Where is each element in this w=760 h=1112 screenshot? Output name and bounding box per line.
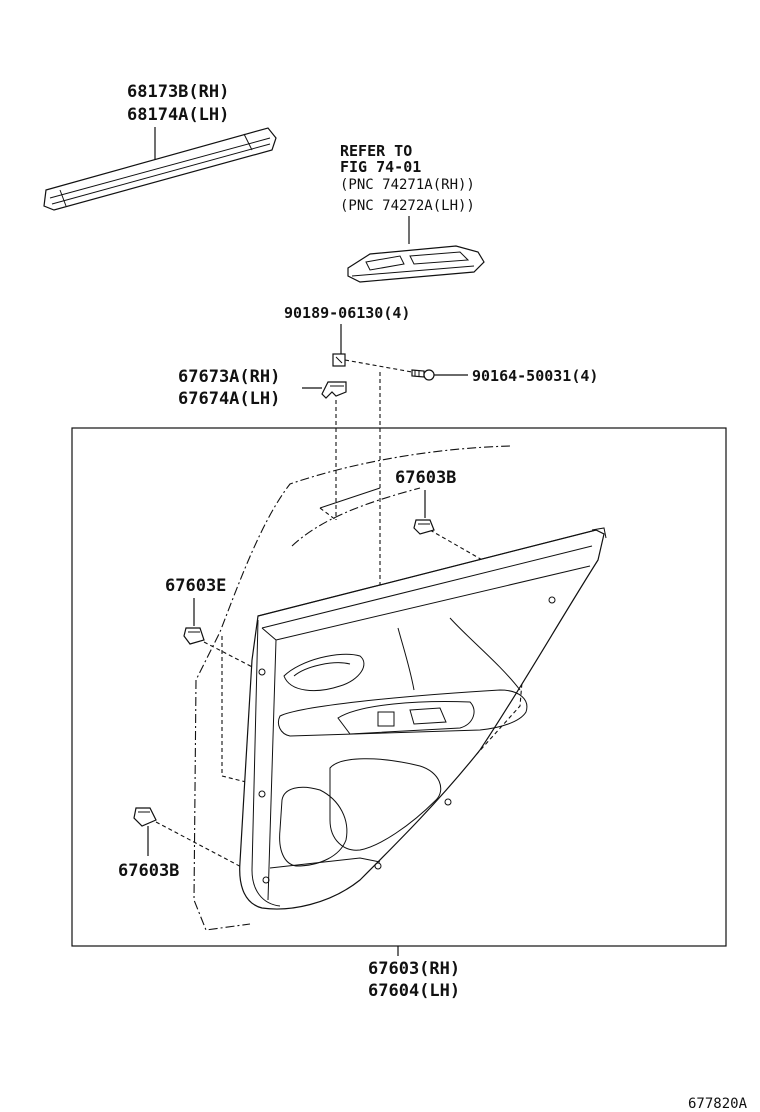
- nut-part-label: 90189-06130(4): [284, 304, 410, 322]
- screw-part-label: 90164-50031(4): [472, 367, 598, 385]
- door-inner-edge: [319, 487, 381, 509]
- refer-label-line3: (PNC 74271A(RH)): [340, 177, 475, 193]
- panel-lh-label: 67604(LH): [368, 981, 460, 1001]
- figure-code: 677820A: [688, 1096, 748, 1112]
- clip-left-part[interactable]: [183, 627, 205, 645]
- weatherstrip-lh-label: 68174A(LH): [127, 105, 229, 125]
- power-window-switch-part[interactable]: [347, 245, 485, 283]
- bracket-rh-label: 67673A(RH): [178, 367, 280, 387]
- clip-left-alignment: [203, 641, 263, 673]
- bracket-part[interactable]: [321, 381, 347, 399]
- door-window-phantom: [291, 487, 421, 547]
- panel-rh-label: 67603(RH): [368, 959, 460, 979]
- clip-lower-label: 67603B: [118, 861, 179, 881]
- clip-left-label: 67603E: [165, 576, 226, 596]
- clip-upper-part[interactable]: [413, 519, 435, 535]
- clip-lower-part[interactable]: [133, 807, 157, 827]
- weatherstrip-rh-label: 68173B(RH): [127, 82, 229, 102]
- refer-label-line1: REFER TO: [340, 142, 412, 160]
- refer-label-line2: FIG 74-01: [340, 158, 421, 176]
- belt-weatherstrip-part[interactable]: [43, 127, 277, 211]
- refer-label-line4: (PNC 74272A(LH)): [340, 198, 475, 214]
- bracket-lh-label: 67674A(LH): [178, 389, 280, 409]
- screw-alignment-dashline: [344, 359, 413, 373]
- assembly-frame: [71, 427, 727, 947]
- screw-part[interactable]: [411, 369, 435, 381]
- clip-nut-part[interactable]: [332, 353, 346, 367]
- clip-upper-label: 67603B: [395, 468, 456, 488]
- door-trim-panel-part[interactable]: [239, 527, 607, 910]
- door-outline-phantom: [193, 445, 511, 931]
- panel-edge-dashline: [221, 636, 247, 783]
- bracket-alignment-dashline-2: [319, 507, 337, 521]
